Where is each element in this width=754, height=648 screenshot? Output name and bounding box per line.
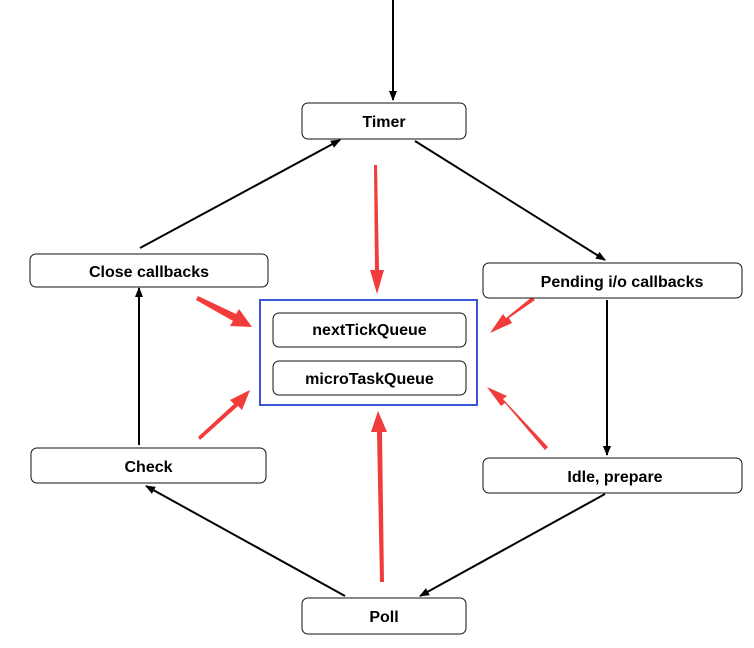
- check-node: Check: [30, 447, 267, 484]
- highlight-arrows: [196, 165, 548, 582]
- micro-task-queue-label: microTaskQueue: [305, 371, 434, 388]
- edge-close-to-timer: [139, 139, 341, 249]
- close-callbacks-label: Close callbacks: [89, 264, 209, 281]
- timer-node: Timer: [301, 102, 467, 140]
- next-tick-queue-label: nextTickQueue: [312, 322, 427, 339]
- arrow-from-timer-to-queues: [370, 165, 384, 294]
- edge-poll-to-check: [145, 485, 346, 597]
- flow-edges: [135, 0, 611, 597]
- pending-callbacks-label: Pending i/o callbacks: [541, 274, 704, 291]
- arrow-from-poll-to-queues: [371, 411, 387, 582]
- arrow-from-check-to-queues: [198, 390, 250, 440]
- arrow-from-pending-to-queues: [490, 297, 535, 333]
- poll-label: Poll: [369, 609, 398, 626]
- edge-timer-to-pending: [414, 140, 606, 261]
- next-tick-queue-box: nextTickQueue: [272, 312, 467, 348]
- close-callbacks-node: Close callbacks: [29, 253, 269, 288]
- poll-node: Poll: [301, 597, 467, 635]
- pending-callbacks-node: Pending i/o callbacks: [482, 262, 743, 299]
- timer-label: Timer: [362, 114, 405, 131]
- arrow-from-idle-to-queues: [487, 387, 548, 450]
- microtask-queues-container: [259, 299, 478, 406]
- idle-prepare-node: Idle, prepare: [482, 457, 743, 494]
- arrow-from-close-to-queues: [196, 296, 252, 327]
- idle-prepare-label: Idle, prepare: [567, 469, 662, 486]
- check-label: Check: [124, 459, 172, 476]
- edge-idle-to-poll: [419, 493, 606, 597]
- micro-task-queue-box: microTaskQueue: [272, 360, 467, 396]
